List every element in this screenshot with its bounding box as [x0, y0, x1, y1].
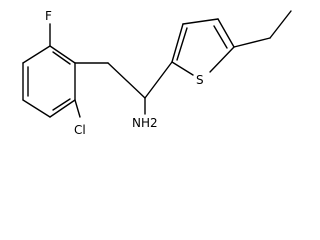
- amine-label: NH2: [132, 116, 158, 130]
- structure-diagram: F Cl NH2 S: [22, 9, 292, 137]
- bond-ch-thiophene: [144, 61, 173, 99]
- sulfur-label: S: [196, 73, 204, 87]
- bond-ethyl-2: [269, 10, 292, 39]
- benzene-ring: [22, 45, 76, 118]
- thiophene-ring: [171, 18, 235, 76]
- bond-ring-chlorine: [74, 99, 81, 118]
- fluorine-label: F: [45, 9, 52, 23]
- bond-ethyl-1: [233, 37, 271, 48]
- molecule-drawing: F Cl NH2 S: [22, 9, 292, 137]
- chlorine-label: Cl: [74, 123, 86, 137]
- bond-ch2-ch: [107, 62, 146, 99]
